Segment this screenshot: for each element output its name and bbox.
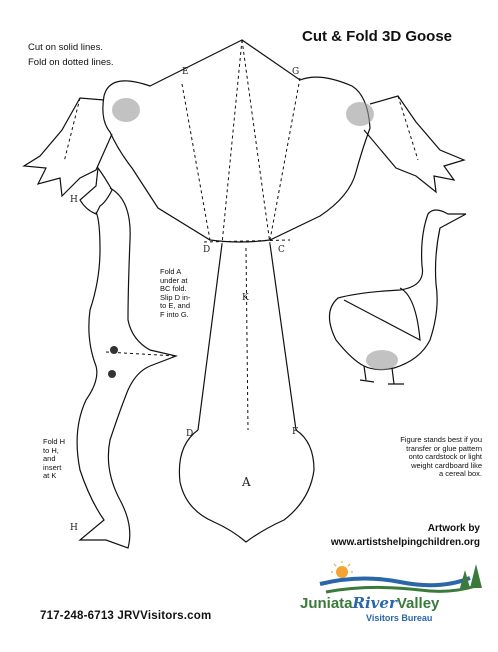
tab-a-outline: [178, 429, 315, 543]
instruction-cut: Cut on solid lines.: [28, 42, 103, 53]
goose-eye-top: [110, 346, 118, 354]
fold-a-note-line: under at: [160, 275, 188, 285]
logo-art-icon: [319, 561, 482, 594]
fold-a-note-line: Fold A: [160, 267, 182, 276]
cut-fold-instructions: Cut on solid lines. Fold on dotted lines…: [28, 40, 114, 70]
artwork-credit-url: www.artistshelpingchildren.org: [330, 537, 480, 548]
logo-word-juniata: Juniata: [300, 595, 353, 612]
label-f: F: [292, 427, 298, 437]
logo-wordmark: JuniataRiverValley: [300, 594, 439, 612]
fold-a-note-line: to E, and: [160, 301, 191, 311]
label-h-top: H: [70, 195, 78, 205]
body-outline: [102, 39, 371, 243]
left-wing-shading: [112, 98, 140, 122]
label-a: A: [241, 475, 251, 489]
fold-h-note-line: Fold H: [43, 437, 66, 446]
goose-wing-line: [343, 287, 421, 342]
neck-outline: [76, 187, 179, 549]
label-h-bottom: H: [70, 523, 78, 533]
figure-stands-note: Figure stands best if you transfer or gl…: [330, 435, 482, 479]
logo-subtitle: Visitors Bureau: [366, 613, 433, 623]
artwork-credit-heading: Artwork by: [427, 523, 480, 534]
fold-line-center: [245, 247, 249, 431]
figure-note-line: transfer or glue pattern: [406, 443, 482, 453]
right-wing-shading: [346, 102, 374, 126]
label-e: E: [182, 67, 189, 77]
goose-legs: [359, 365, 404, 385]
label-d-top: D: [203, 245, 210, 255]
fold-a-note-line: BC fold.: [160, 284, 187, 294]
logo-word-valley: Valley: [396, 595, 440, 612]
figure-note-line: Figure stands best if you: [400, 435, 482, 444]
label-g: G: [292, 67, 299, 77]
right-wing-outline: [363, 95, 466, 194]
goose-figure-outline: [328, 209, 467, 371]
label-d-bottom: D: [186, 429, 193, 439]
fold-h-note-line: insert: [43, 462, 62, 472]
left-wing-outline: [22, 97, 113, 198]
fold-h-note-line: and: [43, 454, 56, 464]
contact-line: 717-248-6713 JRVVisitors.com: [40, 610, 212, 622]
fold-a-note-line: F into G.: [160, 309, 189, 319]
goose-belly-shading: [366, 350, 398, 370]
fold-h-note-line: to H,: [43, 445, 59, 455]
goose-eye-bottom: [108, 370, 116, 378]
figure-note-line: a cereal box.: [439, 469, 482, 479]
fold-line-bc: [203, 239, 291, 243]
fold-a-note: Fold A under at BC fold. Slip D in- to E…: [160, 267, 191, 320]
center-strip: [197, 243, 297, 431]
figure-note-line: weight cardboard like: [411, 460, 482, 470]
figure-note-line: onto cardstock or light: [408, 452, 482, 462]
label-c: C: [278, 245, 285, 255]
label-k: K: [242, 293, 249, 303]
jrv-logo: JuniataRiverValley Visitors Bureau: [300, 560, 490, 630]
fold-h-note-line: at K: [43, 471, 57, 481]
fold-lines-top: [181, 39, 301, 245]
wing-fold-lines: [63, 95, 419, 163]
logo-word-river: River: [352, 594, 397, 612]
fold-a-note-line: Slip D in-: [160, 292, 191, 302]
artwork-credit: Artwork by www.artistshelpingchildren.or…: [300, 522, 480, 550]
neck-top-tab: [79, 166, 113, 215]
fold-h-note: Fold H to H, and insert at K: [43, 437, 66, 481]
instruction-fold: Fold on dotted lines.: [28, 57, 114, 68]
page-title: Cut & Fold 3D Goose: [302, 28, 452, 45]
